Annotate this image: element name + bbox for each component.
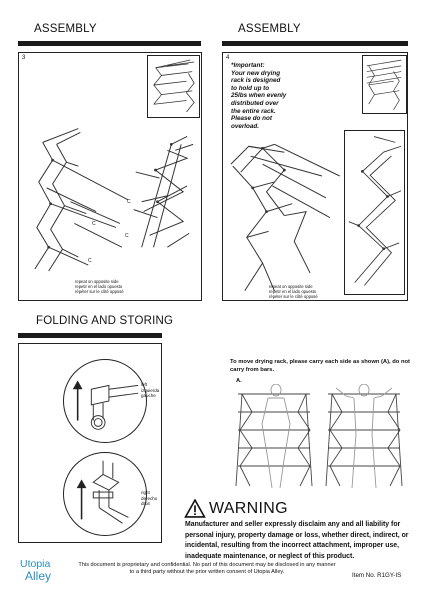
- carry-label-a: A.: [236, 378, 242, 384]
- warning-title: WARNING: [209, 500, 288, 517]
- note-line: 25lbs when evenly: [231, 92, 287, 100]
- step-3-overview-inset: [147, 55, 200, 118]
- utopia-alley-logo: Utopia Alley: [20, 558, 52, 583]
- left-label-es: izquierda: [141, 387, 160, 393]
- logo-line-1: Utopia: [20, 558, 51, 570]
- assembly-heading-left: ASSEMBLY: [34, 23, 97, 35]
- item-number: Item No. R1GY-IS: [352, 572, 402, 579]
- step-4-assembly-illustration: [230, 143, 340, 292]
- right-label-fr: droit: [141, 501, 150, 507]
- logo-line-2: Alley: [25, 569, 52, 583]
- right-latch-illustration: [76, 460, 129, 524]
- right-label-es: derecho: [141, 495, 158, 501]
- note-line: Your new drying: [231, 69, 281, 77]
- step-number: 3: [22, 55, 26, 61]
- note-line: Please do not: [231, 115, 272, 123]
- c-label: C: [88, 258, 92, 264]
- right-label-en: right: [141, 490, 150, 495]
- step-4-side-inset: [344, 130, 405, 295]
- left-label-en: left: [141, 382, 148, 387]
- left-label: left izquierda gauche: [141, 382, 159, 399]
- repeat-line-en: repeat on opposite side: [269, 284, 313, 289]
- warning-text: Manufacturer and seller expressly discla…: [185, 521, 409, 560]
- step-number: 4: [226, 55, 230, 61]
- heading-bar-right: [222, 41, 408, 46]
- arrow-up-icon: [76, 479, 87, 520]
- confidentiality-notice: This document is proprietary and confide…: [78, 562, 336, 576]
- note-line: *Important:: [231, 62, 265, 69]
- heading-bar-folding: [18, 333, 162, 338]
- note-line: to hold up to: [231, 84, 270, 92]
- rack-overview-illustration: [366, 59, 402, 110]
- c-label: C: [127, 199, 131, 205]
- note-line: distributed over: [231, 99, 279, 107]
- step-3-assembly-illustration: [34, 128, 194, 272]
- rack-side-illustration: [348, 136, 402, 286]
- carry-instruction: To move drying rack, please carry each s…: [230, 359, 410, 373]
- repeat-line-fr: répéter sur le côté opposé: [75, 289, 124, 295]
- right-latch-circle: [63, 452, 147, 536]
- note-line: rack is designed: [231, 77, 281, 85]
- repeat-line-es: repetir en el lado opuesto: [269, 289, 317, 295]
- c-label: C: [92, 221, 96, 227]
- repeat-note: repeat on opposite side repetir en el la…: [269, 284, 318, 300]
- important-note: *Important: Your new drying rack is desi…: [231, 62, 286, 130]
- heading-bar-left: [18, 41, 201, 46]
- warning-triangle-icon: [184, 499, 206, 518]
- note-line: the entire rack.: [231, 107, 276, 115]
- repeat-line-en: repeat on opposite side: [75, 279, 119, 284]
- repeat-line-fr: répéter sur le côté opposé: [269, 294, 318, 300]
- rack-overview-illustration: [153, 59, 195, 113]
- step-3-panel: 3: [18, 52, 202, 301]
- note-line: overload.: [231, 122, 259, 130]
- step-4-overview-inset: [362, 55, 407, 114]
- left-latch-illustration: [72, 380, 139, 430]
- repeat-note: repeat on opposite side repetir en el la…: [75, 279, 124, 295]
- repeat-line-es: repetir en el lado opuesto: [75, 284, 123, 290]
- step-4-panel: 4 *Important: Your new drying rack is de…: [222, 52, 408, 301]
- assembly-heading-right: ASSEMBLY: [238, 23, 301, 35]
- left-label-fr: gauche: [141, 393, 156, 399]
- left-latch-circle: [63, 359, 147, 443]
- arrow-up-icon: [72, 380, 83, 421]
- c-label: C: [125, 233, 129, 239]
- right-label: right derecho droit: [141, 490, 157, 507]
- carry-illustration: [235, 384, 403, 489]
- folding-heading: FOLDING AND STORING: [36, 315, 174, 327]
- folding-panel: left izquierda gauche right derecho droi…: [18, 343, 162, 543]
